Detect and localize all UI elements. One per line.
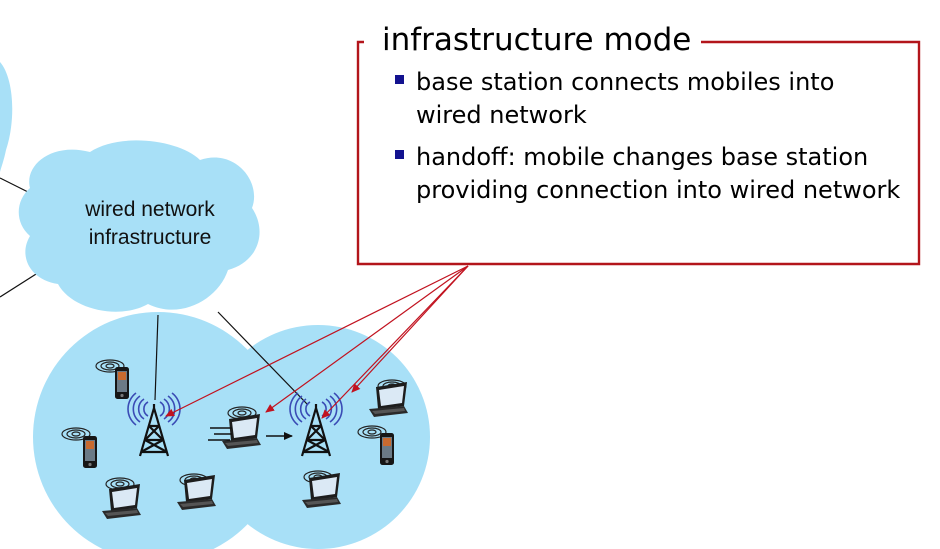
callout-box xyxy=(356,40,921,266)
square-bullet-icon xyxy=(395,150,404,159)
callout-bullet-list: base station connects mobiles into wired… xyxy=(392,66,902,216)
wired-network-cloud xyxy=(18,140,260,312)
motion-lines-icon xyxy=(208,427,232,441)
callout-pointers xyxy=(165,265,469,419)
callout-title: infrastructure mode xyxy=(372,20,702,60)
bullet-item: handoff: mobile changes base station pro… xyxy=(392,141,902,207)
cloud-label-line1: wired network xyxy=(85,198,215,221)
bullet-text: handoff: mobile changes base station pro… xyxy=(416,143,901,204)
smartphone-icon xyxy=(83,436,97,468)
wire-to-tower-right xyxy=(217,311,309,406)
cloud-label: wired network infrastructure xyxy=(40,196,260,252)
bullet-item: base station connects mobiles into wired… xyxy=(392,66,902,132)
wire-to-tower-left xyxy=(154,314,159,401)
cell-right xyxy=(206,325,430,549)
smartphone-icon xyxy=(380,433,394,465)
cloud-label-line2: infrastructure xyxy=(88,226,212,249)
square-bullet-icon xyxy=(395,75,404,84)
bullet-text: base station connects mobiles into wired… xyxy=(416,68,835,129)
smartphone-icon xyxy=(115,367,129,399)
cloud-left-partial xyxy=(0,62,13,172)
